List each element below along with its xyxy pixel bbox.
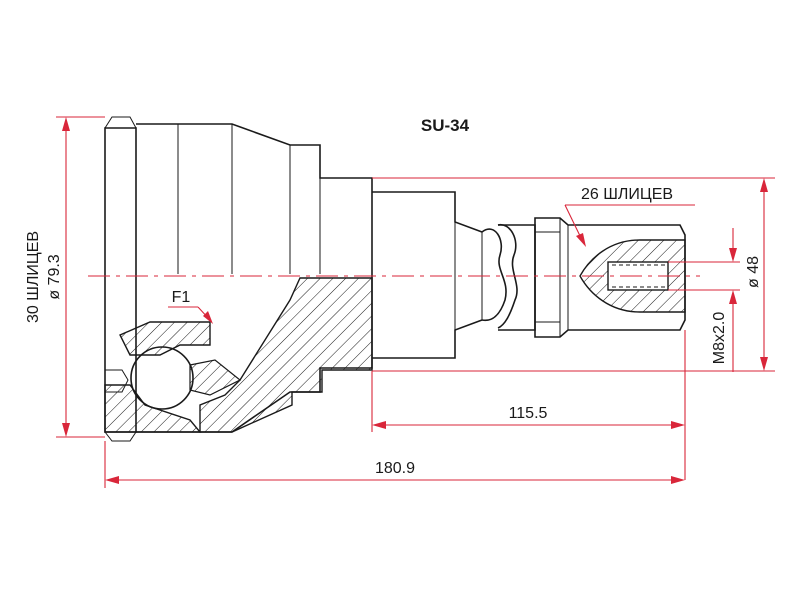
ball	[130, 346, 194, 410]
dim-thread	[668, 228, 740, 372]
right-splines-label: 26 ШЛИЦЕВ	[581, 186, 673, 203]
flag-leader	[168, 306, 213, 324]
thread-label: M8x2.0	[711, 312, 728, 365]
dim-shaft-diameter	[372, 177, 775, 372]
outer-diameter-label: ø 79.3	[46, 254, 63, 299]
part-number-title: SU-34	[421, 116, 470, 135]
stub-length-label: 115.5	[509, 405, 548, 422]
total-length-label: 180.9	[375, 460, 415, 477]
ball-cage	[105, 369, 129, 393]
section-hatching	[104, 277, 373, 433]
flag-label: F1	[172, 289, 191, 306]
dim-outer-diameter	[56, 116, 105, 438]
stub-shaft	[372, 191, 686, 359]
right-splines-leader	[564, 204, 695, 247]
dim-stub-length	[371, 330, 686, 480]
shaft-diameter-label: ø 48	[745, 256, 762, 288]
left-splines-label: 30 ШЛИЦЕВ	[25, 231, 42, 323]
dim-total-length	[104, 441, 685, 488]
